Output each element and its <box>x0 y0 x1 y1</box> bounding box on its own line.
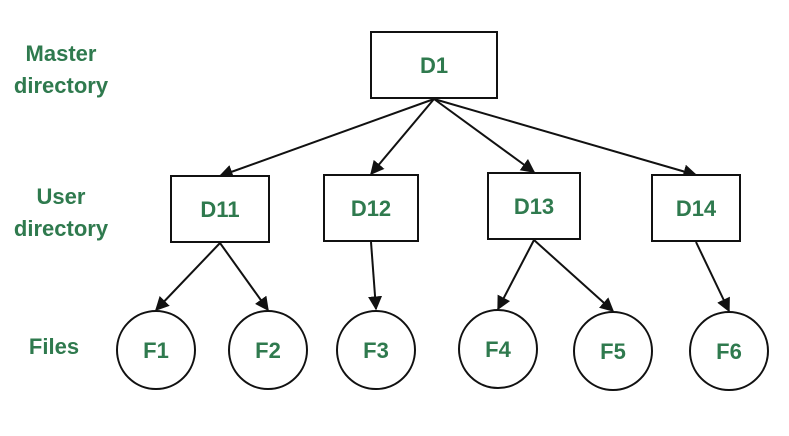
directory-box-d1 <box>370 31 498 99</box>
edge-d14-to-f6 <box>695 241 730 313</box>
file-circle-f6 <box>689 311 769 391</box>
directory-node-d13: D13 <box>487 172 581 240</box>
directory-box-d13 <box>487 172 581 240</box>
file-label-f4: F4 <box>485 337 511 362</box>
edge-d1-to-d11 <box>218 98 435 179</box>
file-label-f3: F3 <box>363 338 389 363</box>
edge-d1-to-d13 <box>433 98 536 173</box>
directory-node-d14: D14 <box>651 174 741 242</box>
file-node-f1: F1 <box>116 310 196 390</box>
file-circle-f5 <box>573 311 653 391</box>
edge-d13-to-f4 <box>497 239 535 311</box>
directory-label-d14: D14 <box>676 196 717 221</box>
directory-label-d13: D13 <box>514 194 554 219</box>
directory-box-d11 <box>170 175 270 243</box>
file-label-f1: F1 <box>143 338 169 363</box>
directory-label-d11: D11 <box>200 197 239 222</box>
file-circle-f3 <box>336 310 416 390</box>
directory-label-d12: D12 <box>351 196 391 221</box>
edge-d1-to-d12 <box>370 98 435 176</box>
file-node-f4: F4 <box>458 309 538 389</box>
file-node-f2: F2 <box>228 310 308 390</box>
file-label-f6: F6 <box>716 339 742 364</box>
file-node-f5: F5 <box>573 311 653 391</box>
file-circle-f2 <box>228 310 308 390</box>
level-label-user-directory: User directory <box>13 184 109 241</box>
file-circle-f4 <box>458 309 538 389</box>
directory-node-d1: D1 <box>370 31 498 99</box>
directory-box-d12 <box>323 174 419 242</box>
edge-d11-to-f1 <box>155 242 221 312</box>
directory-label-d1: D1 <box>420 53 448 78</box>
edge-d11-to-f2 <box>219 242 269 312</box>
file-node-f6: F6 <box>689 311 769 391</box>
level-label-master-directory: Master directory <box>13 41 109 98</box>
edge-d12-to-f3 <box>368 241 383 311</box>
file-circle-f1 <box>116 310 196 390</box>
directory-box-d14 <box>651 174 741 242</box>
file-label-f2: F2 <box>255 338 281 363</box>
level-label-files: Files <box>28 334 80 359</box>
file-node-f3: F3 <box>336 310 416 390</box>
file-label-f5: F5 <box>600 339 626 364</box>
edge-d1-to-d14 <box>433 98 698 179</box>
edge-d13-to-f5 <box>533 239 615 312</box>
edges-group <box>155 98 730 313</box>
directory-node-d11: D11 <box>170 175 270 243</box>
directory-node-d12: D12 <box>323 174 419 242</box>
